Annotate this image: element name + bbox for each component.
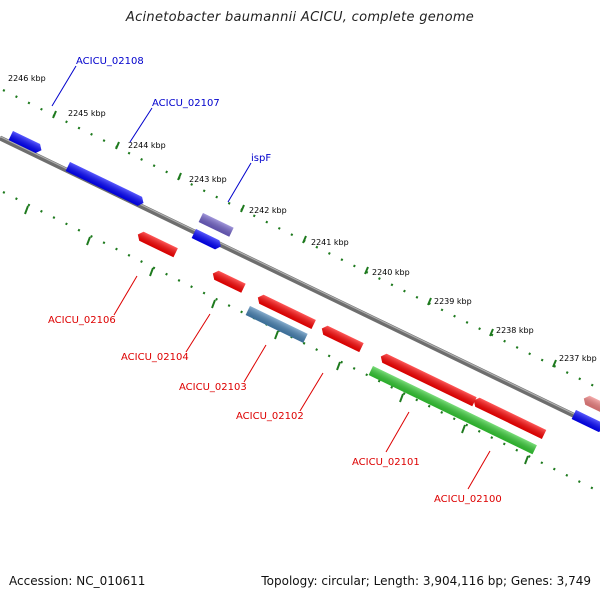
leader-line xyxy=(129,107,153,143)
tick-label: 2242 kbp xyxy=(249,206,287,215)
feature-acicu-02103-upper[interactable] xyxy=(256,293,316,329)
tick-label: 2238 kbp xyxy=(496,326,534,335)
feature-reverse-edge[interactable] xyxy=(582,394,600,421)
leader-line xyxy=(299,372,324,412)
tick-mark-2238 xyxy=(489,328,494,337)
genome-summary-text: Topology: circular; Length: 3,904,116 bp… xyxy=(261,574,591,588)
tick-mark-2245 xyxy=(52,110,57,119)
feature-acicu-02104[interactable] xyxy=(211,269,246,293)
inner-tick-5 xyxy=(274,330,279,340)
feature-acicu-02101[interactable] xyxy=(368,366,537,455)
map-title: Acinetobacter baumannii ACICU, complete … xyxy=(125,10,475,25)
inner-tick-track xyxy=(2,191,600,493)
tick-label: 2239 kbp xyxy=(434,297,472,306)
outer-tick-track xyxy=(2,89,600,390)
feature-forward-edge[interactable] xyxy=(571,410,600,434)
outer-minor-ticks xyxy=(2,89,600,390)
leader-line xyxy=(185,313,211,353)
leader-line xyxy=(385,411,410,453)
tick-labels: 2246 kbp 2245 kbp 2244 kbp 2243 kbp 2242… xyxy=(8,74,597,363)
tick-mark-2239 xyxy=(427,297,432,306)
tick-label: 2244 kbp xyxy=(128,141,166,150)
gene-label-acicu-02108[interactable]: ACICU_02108 xyxy=(76,56,144,67)
gene-label-acicu-02101[interactable]: ACICU_02101 xyxy=(352,457,420,468)
tick-label: 2243 kbp xyxy=(189,175,227,184)
gene-label-acicu-02107[interactable]: ACICU_02107 xyxy=(152,98,220,109)
inner-tick-3 xyxy=(149,267,154,277)
tick-mark-2240 xyxy=(364,266,369,275)
gene-label-acicu-02104[interactable]: ACICU_02104 xyxy=(121,352,189,363)
inner-major-ticks xyxy=(24,205,529,465)
inner-tick-7 xyxy=(399,393,404,403)
feature-forward-small[interactable] xyxy=(191,229,223,251)
reverse-labels: ACICU_02106 ACICU_02104 ACICU_02103 ACIC… xyxy=(48,275,502,505)
tick-label: 2246 kbp xyxy=(8,74,46,83)
tick-mark-2243 xyxy=(177,172,182,181)
inner-tick-8 xyxy=(461,424,466,434)
reverse-features xyxy=(136,230,600,455)
leader-line xyxy=(243,344,267,383)
tick-label: 2241 kbp xyxy=(311,238,349,247)
tick-label: 2245 kbp xyxy=(68,109,106,118)
gene-label-acicu-02106[interactable]: ACICU_02106 xyxy=(48,315,116,326)
accession-text: Accession: NC_010611 xyxy=(9,574,146,588)
tick-label: 2237 kbp xyxy=(559,354,597,363)
leader-line xyxy=(51,65,77,107)
forward-labels: ACICU_02108 ACICU_02107 ispF xyxy=(51,56,271,203)
feature-acicu-02107[interactable] xyxy=(65,162,146,208)
inner-tick-2 xyxy=(86,236,91,246)
inner-tick-1 xyxy=(24,205,29,215)
feature-ispf[interactable] xyxy=(198,213,234,237)
tick-mark-2242 xyxy=(240,204,245,213)
feature-acicu-02100[interactable] xyxy=(472,396,547,439)
inner-tick-6 xyxy=(336,361,341,371)
feature-acicu-02101-upper[interactable] xyxy=(379,352,477,407)
inner-tick-4 xyxy=(211,299,216,309)
feature-acicu-02106[interactable] xyxy=(136,230,178,258)
inner-tick-9 xyxy=(524,455,529,465)
feature-acicu-02108[interactable] xyxy=(8,131,44,155)
tick-mark-2241 xyxy=(302,235,307,244)
tick-mark-2244 xyxy=(115,141,120,150)
leader-line xyxy=(227,162,252,203)
tick-label: 2240 kbp xyxy=(372,268,410,277)
leader-line xyxy=(467,450,491,490)
gene-label-ispf[interactable]: ispF xyxy=(251,153,271,164)
leader-line xyxy=(113,275,138,316)
forward-features xyxy=(8,131,600,434)
feature-acicu-02102[interactable] xyxy=(320,324,364,353)
gene-label-acicu-02100[interactable]: ACICU_02100 xyxy=(434,494,502,505)
outer-major-ticks xyxy=(52,110,557,368)
gene-label-acicu-02102[interactable]: ACICU_02102 xyxy=(236,411,304,422)
feature-acicu-02103[interactable] xyxy=(245,306,308,343)
tick-mark-2237 xyxy=(552,359,557,368)
gene-label-acicu-02103[interactable]: ACICU_02103 xyxy=(179,382,247,393)
